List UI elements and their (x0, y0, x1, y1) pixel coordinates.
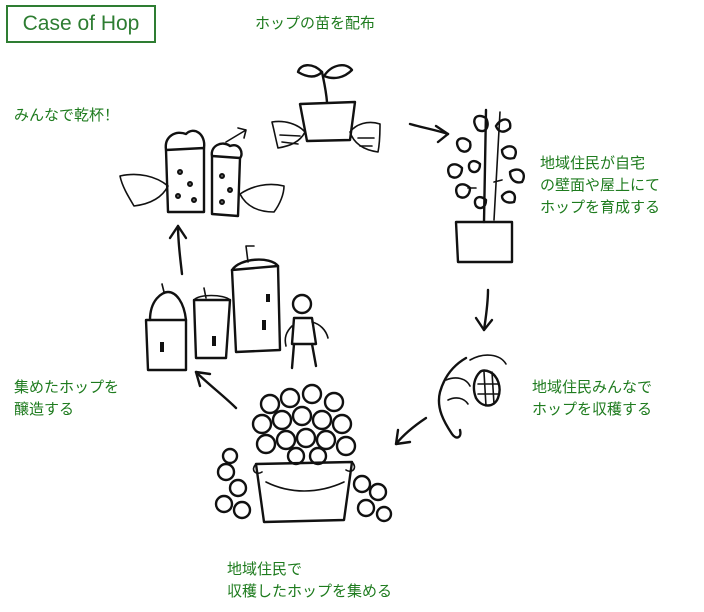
hop-basket-drawing (214, 383, 393, 524)
harvest-hand-drawing (437, 354, 507, 439)
step-brew-label: 集めたホップを 醸造する (14, 378, 120, 418)
step-harvest-label: 地域住民みんなで ホップを収穫する (532, 378, 653, 418)
brewery-tanks-drawing (144, 245, 329, 372)
diagram-title: Case of Hop (6, 5, 156, 43)
step-grow-label: 地域住民が自宅 の壁面や屋上にて ホップを育成する (540, 154, 661, 216)
step-distribute-label: ホップの苗を配布 (255, 14, 376, 32)
cycle-arrows (168, 122, 494, 446)
seedling-pot-drawing (271, 64, 381, 153)
toast-glasses-drawing (119, 127, 285, 218)
climbing-hop-plant-drawing (447, 108, 525, 264)
step-collect-label: 地域住民で 収穫したホップを集める (227, 560, 393, 600)
step-cheers-label: みんなで乾杯！ (14, 106, 120, 124)
